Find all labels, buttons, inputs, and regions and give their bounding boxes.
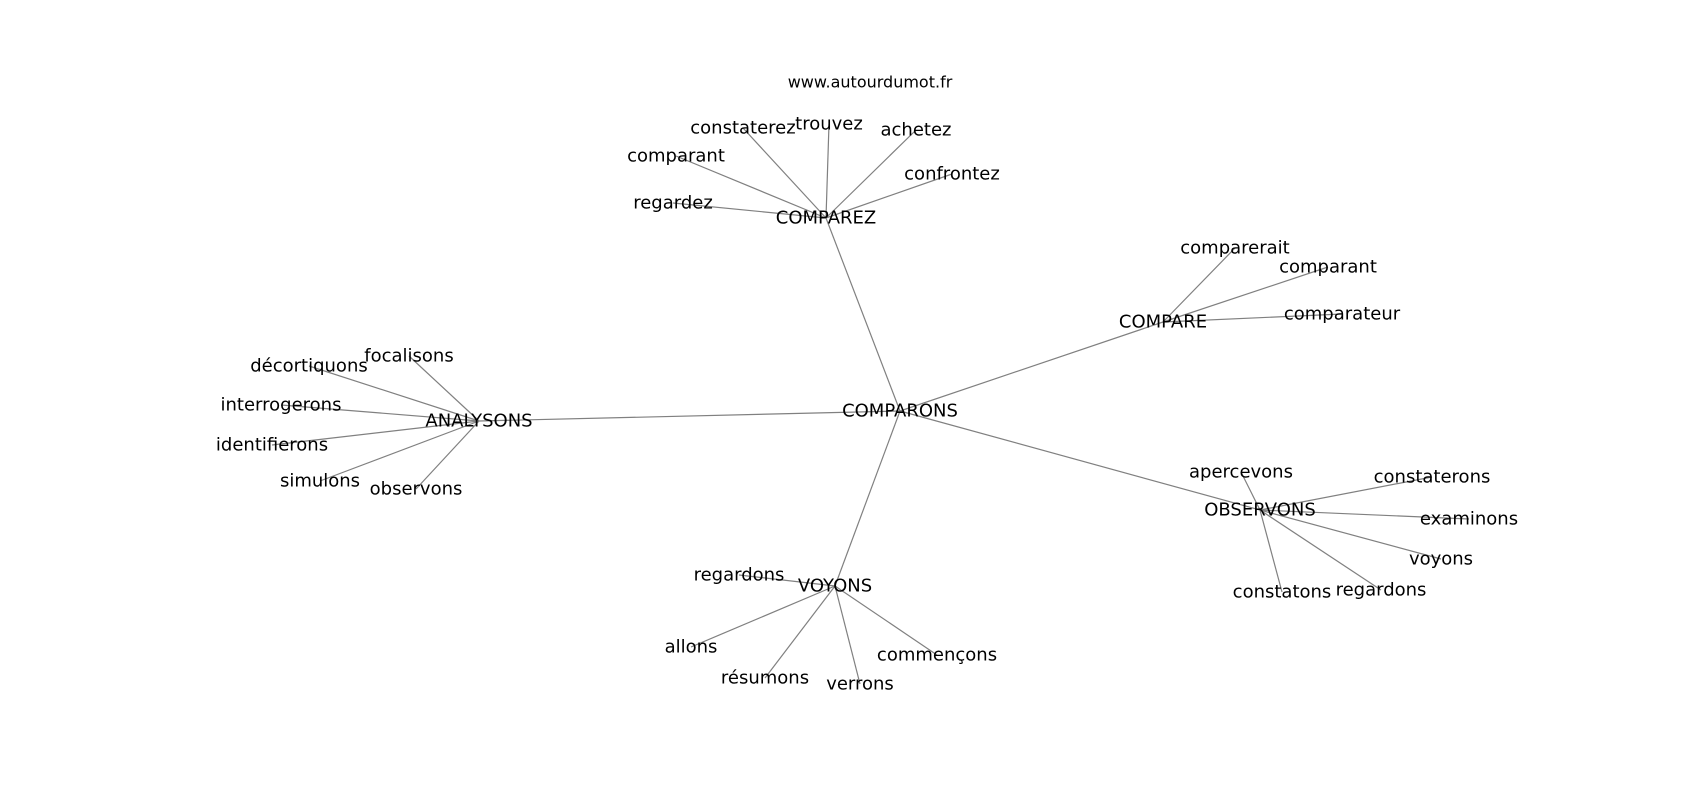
edge-analysons-interrogerons: [280, 404, 480, 422]
edge-comparez-comparant: [675, 155, 827, 219]
edges-layer: [271, 123, 1470, 685]
node-hub-voyons: VOYONS: [798, 576, 872, 597]
node-leaf-analysons-interrogerons: interrogerons: [221, 395, 342, 416]
node-leaf-observons-constatons: constatons: [1233, 582, 1332, 603]
edge-center-observons: [899, 410, 1261, 511]
node-leaf-compare-comparateur: comparateur: [1284, 304, 1401, 325]
node-hub-comparez: COMPAREZ: [776, 208, 877, 229]
node-hub-observons: OBSERVONS: [1204, 500, 1316, 521]
node-leaf-compare-comparerait: comparerait: [1180, 238, 1289, 259]
node-leaf-observons-apercevons: apercevons: [1189, 462, 1293, 483]
node-leaf-voyons-commencons: commençons: [877, 645, 997, 666]
node-leaf-comparez-constaterez: constaterez: [690, 118, 795, 139]
edge-voyons-verrons: [834, 585, 861, 685]
node-leaf-comparez-trouvez: trouvez: [795, 114, 863, 135]
node-leaf-voyons-regardons: regardons: [694, 565, 785, 586]
edge-comparez-constaterez: [742, 127, 827, 219]
edge-center-compare: [899, 321, 1164, 412]
edge-observons-constatons: [1259, 509, 1283, 593]
edge-observons-regardons: [1259, 509, 1382, 591]
edge-observons-constaterons: [1259, 476, 1433, 511]
node-leaf-comparez-confrontez: confrontez: [904, 164, 1000, 185]
node-leaf-analysons-identifierons: identifierons: [216, 435, 328, 456]
edge-center-voyons: [834, 410, 901, 587]
node-leaf-observons-regardons: regardons: [1336, 580, 1427, 601]
node-leaf-observons-voyons: voyons: [1409, 549, 1473, 570]
node-leaf-analysons-focalisons: focalisons: [364, 346, 453, 367]
edge-analysons-focalisons: [408, 355, 480, 422]
node-hub-analysons: ANALYSONS: [425, 411, 532, 432]
edge-comparez-regardez: [672, 202, 827, 219]
edge-analysons-identifierons: [271, 420, 480, 446]
edge-center-comparez: [825, 217, 901, 412]
edge-comparez-trouvez: [825, 123, 830, 219]
node-leaf-observons-constaterons: constaterons: [1374, 467, 1491, 488]
edge-comparez-confrontez: [825, 173, 953, 219]
node-hub-compare: COMPARE: [1119, 312, 1207, 333]
edge-observons-examinons: [1259, 509, 1470, 520]
edge-voyons-allons: [690, 585, 836, 648]
edge-voyons-resumons: [764, 585, 836, 679]
edge-compare-comparant: [1162, 266, 1329, 323]
node-leaf-analysons-decortiquons: décortiquons: [250, 356, 368, 377]
node-leaf-voyons-verrons: verrons: [826, 674, 894, 695]
edge-voyons-commencons: [834, 585, 938, 656]
edge-voyons-regardons: [738, 574, 836, 587]
node-leaf-observons-examinons: examinons: [1420, 509, 1518, 530]
edge-comparez-achetez: [825, 129, 917, 219]
node-leaf-comparez-achetez: achetez: [881, 120, 952, 141]
node-leaf-comparez-regardez: regardez: [633, 193, 713, 214]
edge-analysons-simulons: [319, 420, 480, 482]
edge-observons-apercevons: [1240, 471, 1261, 511]
edge-analysons-observons: [415, 420, 480, 490]
edge-compare-comparateur: [1162, 313, 1343, 323]
edge-analysons-decortiquons: [308, 365, 480, 422]
watermark-text: www.autourdumot.fr: [788, 73, 953, 92]
node-leaf-comparez-comparant: comparant: [627, 146, 725, 167]
edge-center-analysons: [478, 410, 901, 422]
node-leaf-voyons-resumons: résumons: [721, 668, 809, 689]
labels-layer: COMPARONS COMPAREZ regardez comparant consta…: [216, 114, 1518, 695]
node-center: COMPARONS: [842, 401, 958, 422]
node-leaf-analysons-simulons: simulons: [280, 471, 360, 492]
node-leaf-analysons-observons: observons: [370, 479, 463, 500]
edge-observons-voyons: [1259, 509, 1442, 560]
edge-compare-comparerait: [1162, 247, 1236, 323]
node-leaf-voyons-allons: allons: [665, 637, 718, 658]
node-leaf-compare-comparant: comparant: [1279, 257, 1377, 278]
